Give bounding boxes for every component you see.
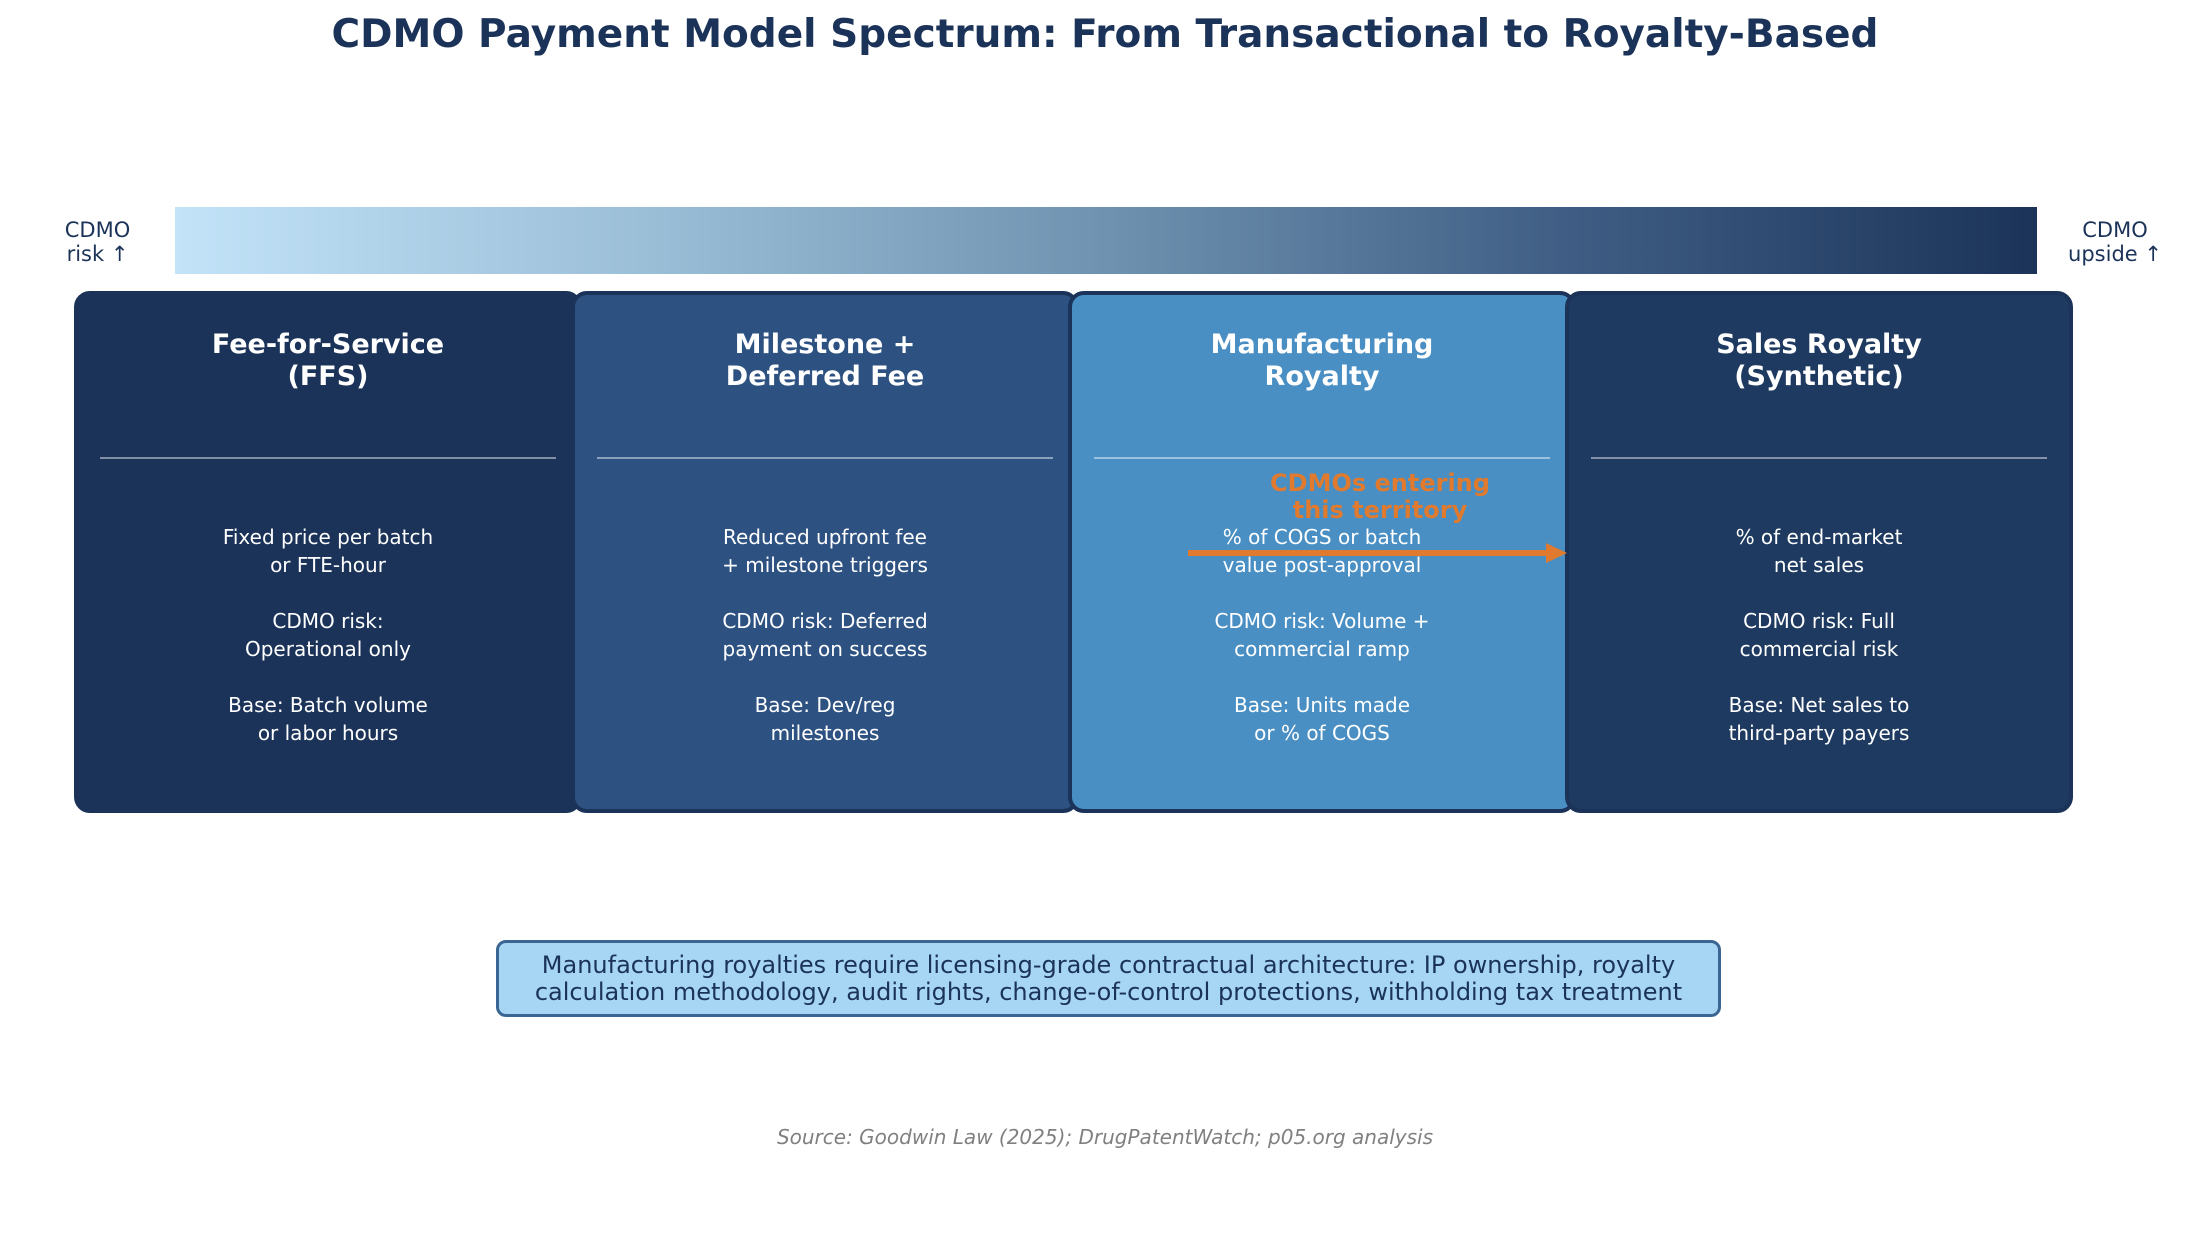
card-heading: Manufacturing Royalty — [1210, 329, 1434, 392]
source-citation: Source: Goodwin Law (2025); DrugPatentWa… — [776, 1125, 1434, 1149]
royalty-requirements-note: Manufacturing royalties require licensin… — [496, 940, 1721, 1017]
card-divider — [597, 457, 1053, 459]
card-divider — [100, 457, 556, 459]
card-heading: Milestone + Deferred Fee — [725, 329, 925, 392]
card-fee-for-service: Fee-for-Service (FFS) Fixed price per ba… — [74, 291, 582, 813]
card-divider — [1094, 457, 1550, 459]
risk-upside-gradient-bar — [175, 207, 2037, 274]
cdmo-upside-label: CDMO upside ↑ — [2068, 218, 2162, 266]
card-sales-royalty: Sales Royalty (Synthetic) % of end-marke… — [1565, 291, 2073, 813]
card-body: Fixed price per batch or FTE-hour CDMO r… — [222, 525, 434, 745]
card-divider — [1591, 457, 2047, 459]
card-manufacturing-royalty: Manufacturing Royalty % of COGS or batch… — [1068, 291, 1576, 813]
territory-annotation: CDMOs entering this territory — [1270, 469, 1490, 524]
card-heading: Sales Royalty (Synthetic) — [1716, 329, 1922, 392]
chart-title: CDMO Payment Model Spectrum: From Transa… — [331, 12, 1879, 57]
card-milestone-deferred-fee: Milestone + Deferred Fee Reduced upfront… — [571, 291, 1079, 813]
card-body: % of COGS or batch value post-approval C… — [1214, 525, 1430, 745]
card-heading: Fee-for-Service (FFS) — [211, 329, 445, 392]
cdmo-risk-label: CDMO risk ↑ — [64, 218, 131, 266]
card-body: % of end-market net sales CDMO risk: Ful… — [1728, 525, 1910, 745]
card-body: Reduced upfront fee + milestone triggers… — [722, 525, 928, 745]
